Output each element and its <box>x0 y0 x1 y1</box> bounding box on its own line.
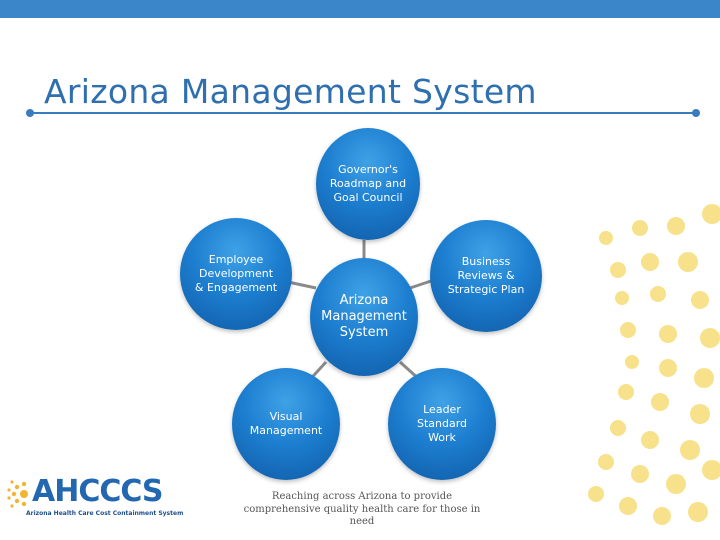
underline-right-dot <box>692 109 700 117</box>
sunburst-decoration <box>588 204 720 525</box>
node-visual-management: Visual Management <box>232 368 340 480</box>
logo-wordmark: AHCCCS <box>32 474 164 509</box>
node-label: Employee Development & Engagement <box>194 253 278 294</box>
slide-title: Arizona Management System <box>44 72 537 111</box>
node-employee-development: Employee Development & Engagement <box>180 218 292 330</box>
node-arizona-management-system: Arizona Management System <box>310 258 418 376</box>
node-leader-standard-work: Leader Standard Work <box>388 368 496 480</box>
ahcccs-logo: AHCCCS Arizona Health Care Cost Containm… <box>6 472 183 522</box>
node-label: Visual Management <box>249 410 323 437</box>
node-label: Leader Standard Work <box>416 403 468 444</box>
sun-icon <box>7 480 28 508</box>
node-governors-roadmap: Governor's Roadmap and Goal Council <box>316 128 420 240</box>
node-label: Governor's Roadmap and Goal Council <box>329 163 407 204</box>
node-label: Business Reviews & Strategic Plan <box>447 255 525 296</box>
title-underline <box>30 112 696 114</box>
top-bar <box>0 0 720 18</box>
logo-subtitle: Arizona Health Care Cost Containment Sys… <box>26 510 184 517</box>
node-business-reviews: Business Reviews & Strategic Plan <box>430 220 542 332</box>
connector-left <box>287 280 317 290</box>
underline-left-dot <box>26 109 34 117</box>
center-label: Arizona Management System <box>321 292 407 341</box>
footer-tagline: Reaching across Arizona to provide compr… <box>243 491 481 527</box>
